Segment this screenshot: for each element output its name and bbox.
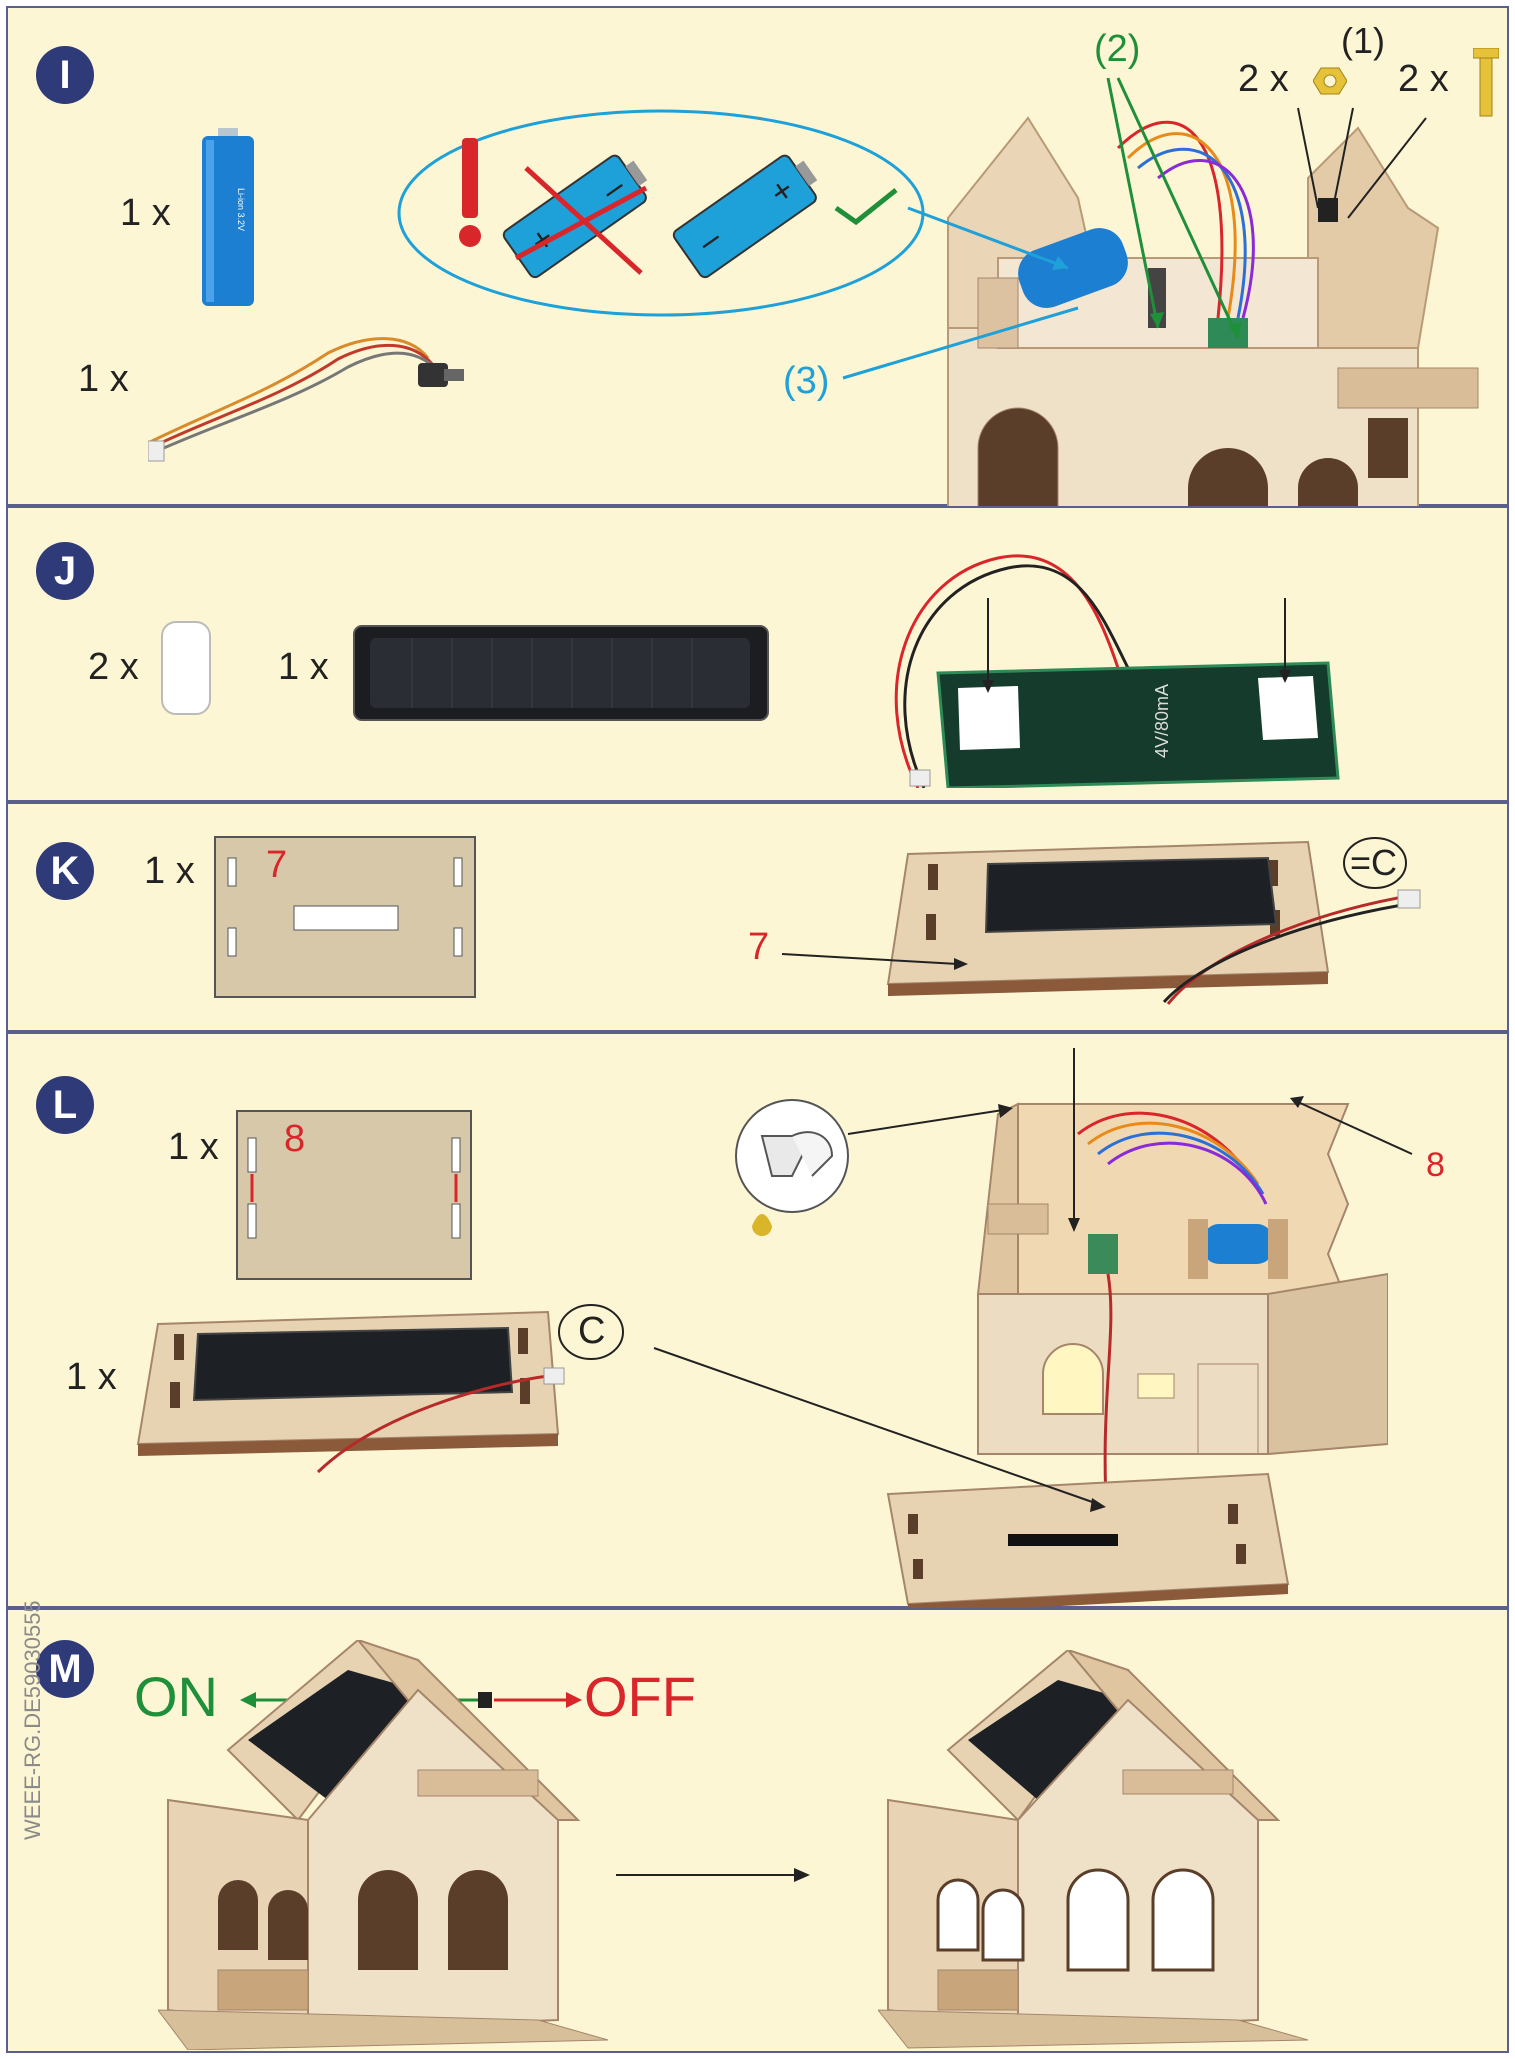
step-i-panel: I 1 x Li-ion 3.2V 1 x [6, 6, 1509, 506]
house-on-image [878, 1650, 1338, 2050]
step-m-panel: M ON OFF [6, 1608, 1509, 2053]
step-k-panel: K 1 x 7 [6, 802, 1509, 1032]
equals-c-label: =C [1350, 842, 1397, 884]
step-j-badge: J [36, 542, 94, 600]
pointer-7-number: 7 [748, 926, 769, 969]
adhesive-pad-image [160, 620, 212, 716]
board-7-number: 7 [266, 844, 287, 887]
transition-arrow [614, 1860, 814, 1890]
solar-panel-quantity: 1 x [278, 646, 329, 689]
footer-code: WEEE-RG.DE59030555 [20, 1600, 46, 1840]
step-j-panel: J 2 x 1 x 4V/80mA [6, 506, 1509, 802]
adhesive-pad-quantity: 2 x [88, 646, 139, 689]
board-7-drawing [214, 836, 476, 998]
board-7-quantity: 1 x [144, 850, 195, 893]
solar-panel-image [352, 624, 772, 724]
step-l-arrows [8, 1034, 1511, 1610]
step-l-panel: L 1 x 8 1 x [6, 1032, 1509, 1608]
pointer-7-arrow [780, 942, 970, 972]
solar-panel-rating: 4V/80mA [1152, 684, 1172, 758]
house-off-image [158, 1640, 638, 2050]
solar-panel-back-image: 4V/80mA [848, 538, 1368, 788]
step-i-arrows [8, 8, 1511, 508]
step-k-badge: K [36, 842, 94, 900]
